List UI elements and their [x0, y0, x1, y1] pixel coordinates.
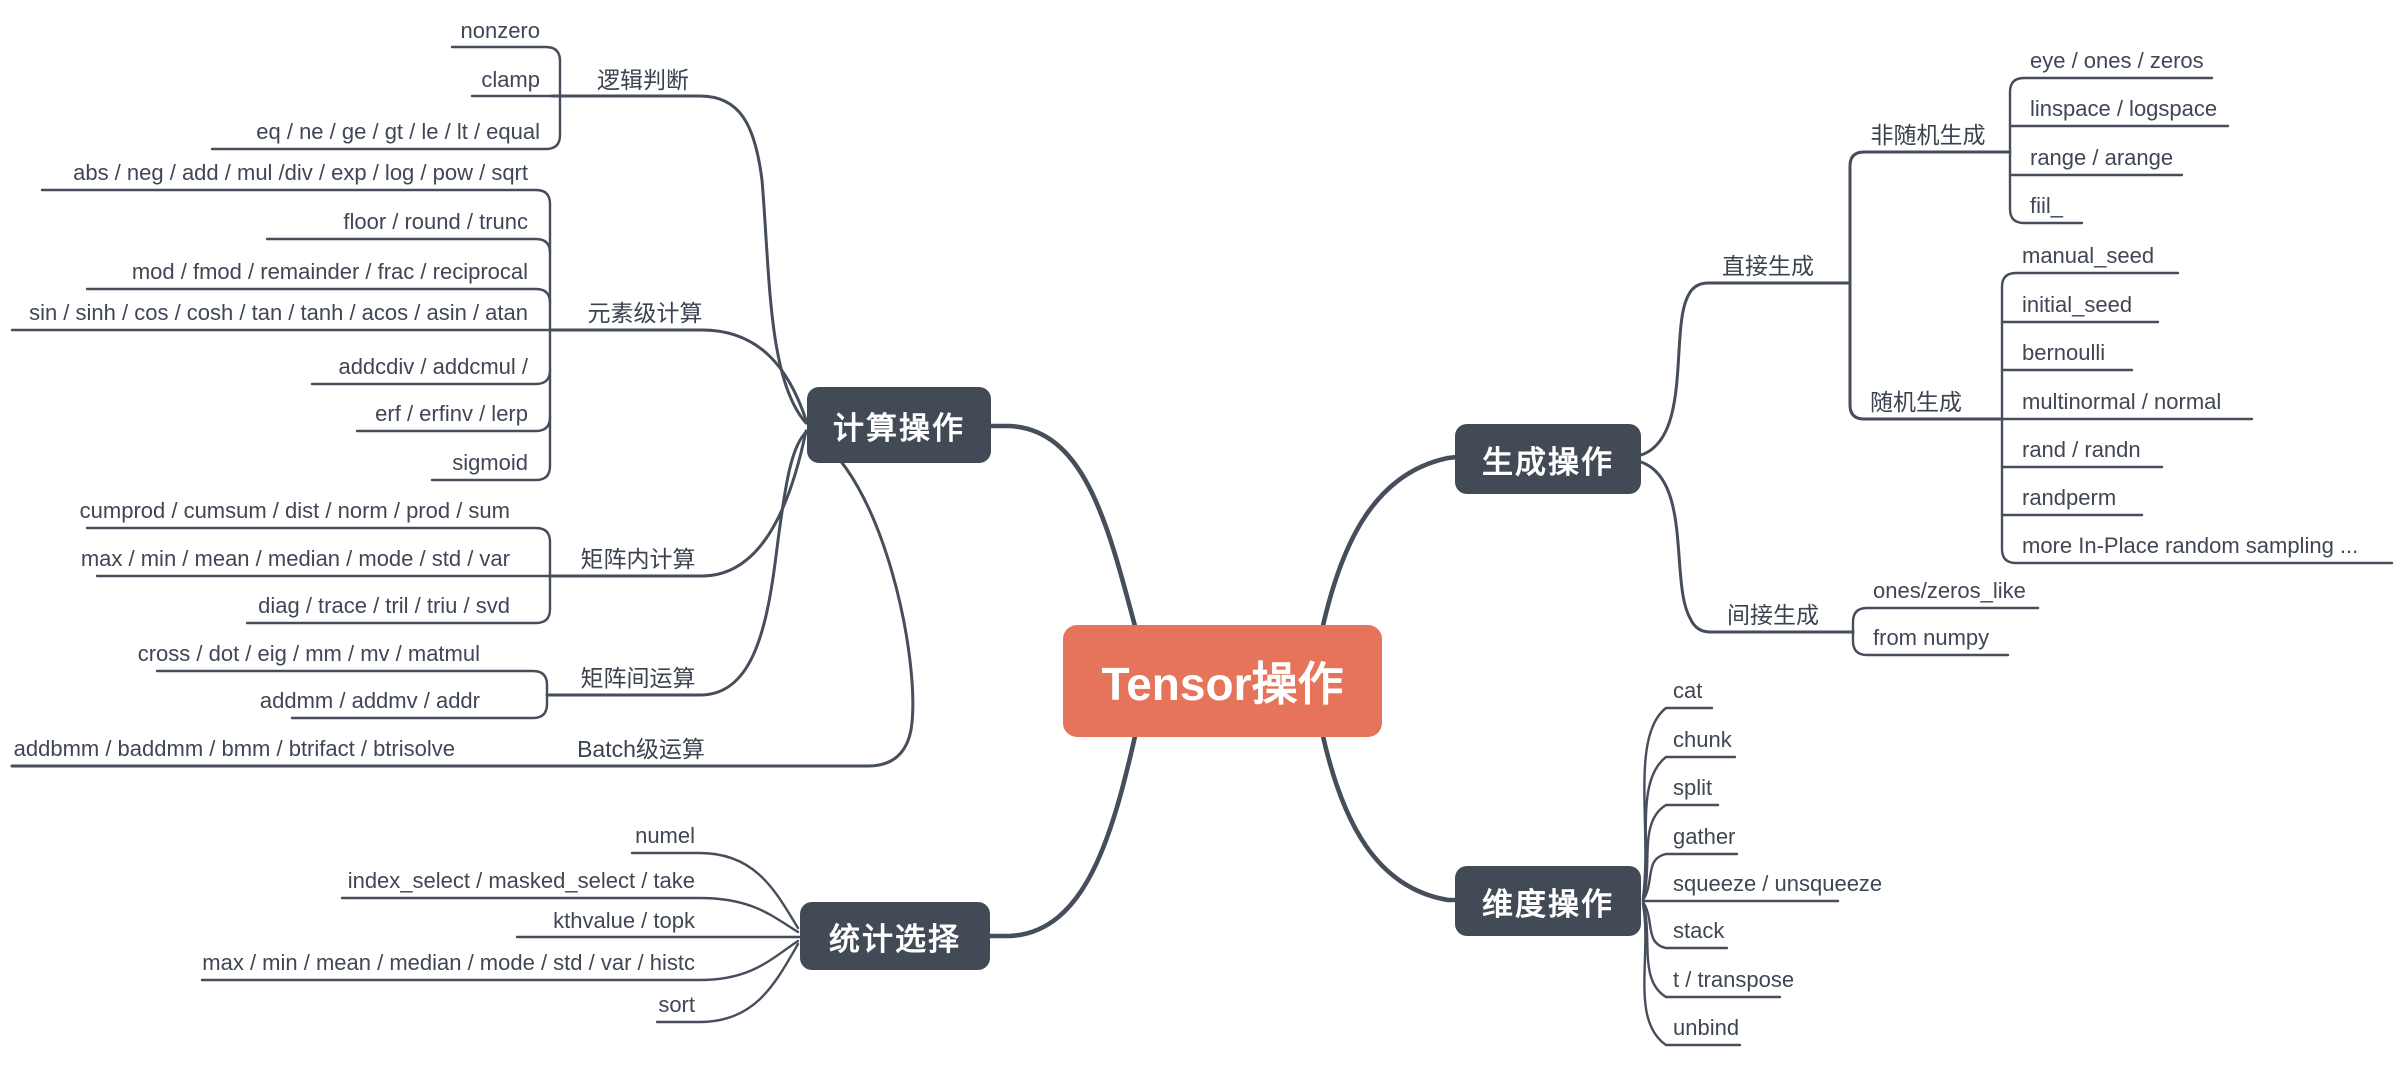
topic-stat[interactable]: 统计选择: [800, 902, 990, 970]
subtopic-random-gen[interactable]: 随机生成: [1870, 389, 1962, 415]
leaf-manual-seed[interactable]: manual_seed: [2022, 243, 2155, 268]
leaf-gather[interactable]: gather: [1673, 824, 1736, 849]
leaf-erf-erfinv-lerp[interactable]: erf / erfinv / lerp: [375, 401, 528, 426]
topic-dim[interactable]: 维度操作: [1455, 866, 1641, 936]
leaf-from-numpy[interactable]: from numpy: [1873, 625, 1990, 650]
subtopic-direct-gen[interactable]: 直接生成: [1722, 253, 1814, 279]
leaf-initial-seed[interactable]: initial_seed: [2022, 292, 2133, 317]
subtopic-indirect-gen[interactable]: 间接生成: [1727, 602, 1819, 628]
leaf-chunk[interactable]: chunk: [1673, 727, 1732, 752]
leaf-squeeze-unsqueeze[interactable]: squeeze / unsqueeze: [1673, 871, 1883, 896]
leaf-kthvalue-topk[interactable]: kthvalue / topk: [553, 908, 695, 933]
leaf-rand-randn[interactable]: rand / randn: [2022, 437, 2141, 462]
leaf-addcdiv-addcmul[interactable]: addcdiv / addcmul /: [338, 354, 528, 379]
leaf-t-transpose[interactable]: t / transpose: [1673, 967, 1795, 992]
subtopic-in-matrix[interactable]: 矩阵内计算: [580, 546, 696, 572]
leaf-split[interactable]: split: [1673, 775, 1713, 800]
leaf-sigmoid[interactable]: sigmoid: [452, 450, 528, 475]
leaf-matmul-ops[interactable]: cross / dot / eig / mm / mv / matmul: [137, 641, 480, 666]
leaf-clamp[interactable]: clamp: [481, 67, 540, 92]
leaf-floor-round-trunc[interactable]: floor / round / trunc: [343, 209, 528, 234]
leaf-mod-ops[interactable]: mod / fmod / remainder / frac / reciproc…: [131, 259, 528, 284]
leaf-addmm-ops[interactable]: addmm / addmv / addr: [259, 688, 480, 713]
leaf-hist-stat-ops[interactable]: max / min / mean / median / mode / std /…: [202, 950, 695, 975]
subtopic-nonrandom-gen[interactable]: 非随机生成: [1870, 122, 1986, 148]
subtopic-elementwise[interactable]: 元素级计算: [587, 300, 703, 326]
leaf-numel[interactable]: numel: [635, 823, 695, 848]
subtopic-between-matrix[interactable]: 矩阵间运算: [580, 665, 696, 691]
leaf-range-arange[interactable]: range / arange: [2030, 145, 2174, 170]
leaf-select-ops[interactable]: index_select / masked_select / take: [347, 868, 695, 893]
leaf-randperm[interactable]: randperm: [2022, 485, 2117, 510]
leaf-more-inplace-sampling[interactable]: more In-Place random sampling ...: [2022, 533, 2359, 558]
leaf-bernoulli[interactable]: bernoulli: [2022, 340, 2106, 365]
leaf-batch-ops[interactable]: addbmm / baddmm / bmm / btrifact / btris…: [13, 736, 455, 761]
leaf-stack[interactable]: stack: [1673, 918, 1725, 943]
central-topic[interactable]: Tensor操作: [1063, 625, 1382, 737]
leaf-trig-ops[interactable]: sin / sinh / cos / cosh / tan / tanh / a…: [29, 300, 528, 325]
leaf-ones-zeros-like[interactable]: ones/zeros_like: [1873, 578, 2026, 603]
topic-gen[interactable]: 生成操作: [1455, 424, 1641, 494]
leaf-unbind[interactable]: unbind: [1673, 1015, 1740, 1040]
leaf-cum-reduce-ops[interactable]: cumprod / cumsum / dist / norm / prod / …: [79, 498, 510, 523]
leaf-matrix-stat-ops[interactable]: max / min / mean / median / mode / std /…: [80, 546, 510, 571]
leaf-cat[interactable]: cat: [1673, 678, 1703, 703]
subtopic-logic[interactable]: 逻辑判断: [597, 67, 689, 93]
leaf-eye-ones-zeros[interactable]: eye / ones / zeros: [2030, 48, 2204, 73]
leaf-compare-ops[interactable]: eq / ne / ge / gt / le / lt / equal: [256, 119, 540, 144]
leaf-multinormal-normal[interactable]: multinormal / normal: [2022, 389, 2222, 414]
subtopic-batch[interactable]: Batch级运算: [577, 736, 705, 762]
leaf-sort[interactable]: sort: [658, 992, 695, 1017]
leaf-diag-ops[interactable]: diag / trace / tril / triu / svd: [258, 593, 510, 618]
topic-calc[interactable]: 计算操作: [807, 387, 991, 463]
leaf-nonzero[interactable]: nonzero: [460, 18, 540, 43]
leaf-linspace-logspace[interactable]: linspace / logspace: [2030, 96, 2218, 121]
leaf-basic-math-ops[interactable]: abs / neg / add / mul /div / exp / log /…: [73, 160, 528, 185]
leaf-fill[interactable]: fiil_: [2030, 193, 2064, 218]
